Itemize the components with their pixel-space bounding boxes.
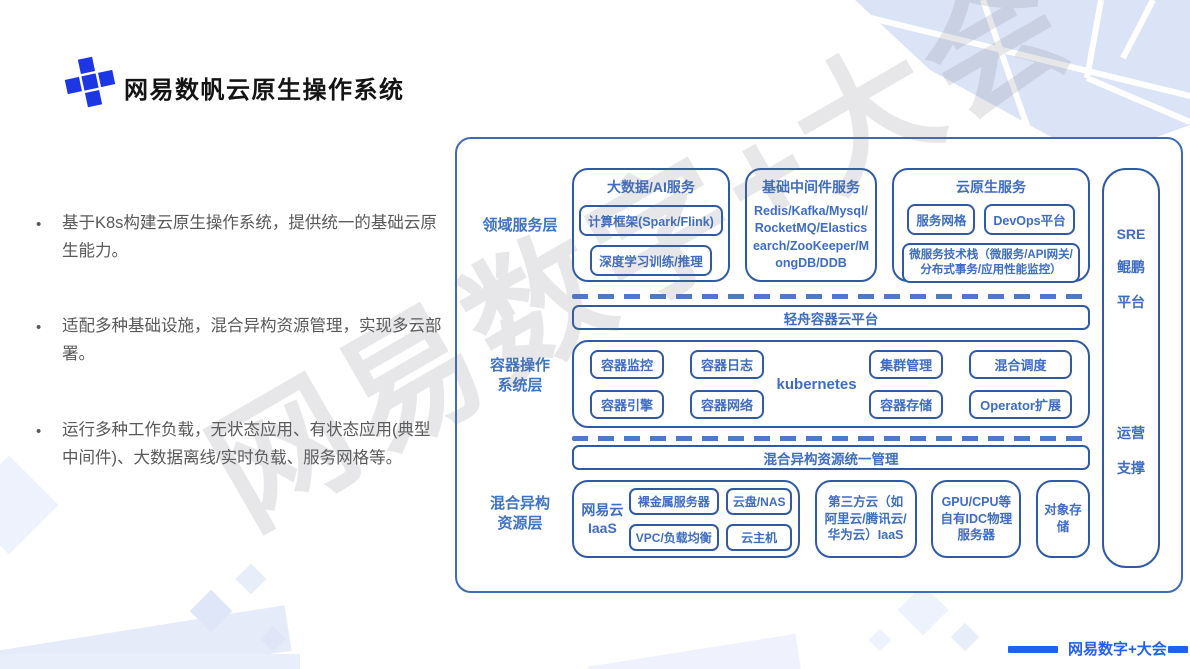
sre-label: 鲲鹏 (1116, 259, 1145, 275)
deco-diamond (950, 622, 980, 652)
third-party-cloud-box: 第三方云（如阿里云/腾讯云/华为云）IaaS (814, 480, 917, 558)
bullet-text: 运行多种工作负载，无状态应用、有状态应用(典型中间件)、大数据离线/实时负载、服… (62, 420, 431, 467)
sre-label: SRE (1116, 226, 1146, 242)
bigdata-ai-box: 大数据/AI服务 计算框架(Spark/Flink) 深度学习训练/推理 (572, 168, 730, 282)
bullet-item: • 基于K8s构建云原生操作系统，提供统一的基础云原生能力。 (36, 210, 444, 265)
chip-service-mesh: 服务网格 (907, 204, 976, 235)
middleware-list: Redis/Kafka/Mysql/RocketMQ/Elasticsearch… (752, 204, 869, 270)
box-title: 大数据/AI服务 (607, 179, 695, 195)
box-title: 基础中间件服务 (762, 179, 860, 195)
deco-band (0, 605, 292, 669)
chip-cluster-management: 集群管理 (869, 349, 944, 379)
cube-cluster-logo-icon (64, 56, 116, 108)
chip-container-storage: 容器存储 (869, 389, 944, 419)
chip-devops-platform: DevOps平台 (984, 204, 1075, 235)
deco-diamond (235, 563, 267, 595)
chip-container-network: 容器网络 (690, 389, 765, 419)
cloud-native-box: 云原生服务 服务网格 DevOps平台 微服务技术栈（微服务/API网关/分布式… (892, 168, 1090, 284)
object-storage-box: 对象存储 (1035, 480, 1090, 558)
dashed-separator (572, 436, 1090, 441)
label-text: 网易云 IaaS (581, 501, 624, 536)
domain-services-row: 大数据/AI服务 计算框架(Spark/Flink) 深度学习训练/推理 基础中… (572, 168, 1090, 284)
sre-label: 运营 (1117, 425, 1145, 441)
bullet-text: 适配多种基础设施，混合异构资源管理，实现多云部署。 (62, 317, 442, 364)
bullet-dot: • (36, 422, 42, 440)
sre-label: 支撑 (1117, 460, 1145, 476)
container-os-right-grid: 集群管理 混合调度 容器存储 Operator扩展 (869, 349, 1072, 419)
bullet-dot: • (36, 216, 42, 233)
chip-vpc-load-balancer: VPC/负载均衡 (628, 523, 719, 551)
sre-top-labels: SRE 鲲鹏 平台 (1117, 226, 1146, 312)
resource-layer-row: 网易云 IaaS 裸金属服务器 云盘/NAS VPC/负载均衡 云主机 第三方云… (572, 480, 1090, 558)
bullet-dot: • (36, 319, 42, 337)
chip-bare-metal: 裸金属服务器 (628, 487, 719, 515)
deco-band (588, 633, 802, 669)
deco-diamond (868, 628, 892, 652)
footer-bar-right (1168, 646, 1188, 653)
cloud-native-items: 服务网格 DevOps平台 (894, 204, 1088, 235)
bullet-item: • 运行多种工作负载，无状态应用、有状态应用(典型中间件)、大数据离线/实时负载… (36, 417, 444, 472)
layer-label-container-os: 容器操作系统层 (470, 356, 570, 397)
chip-hybrid-scheduling: 混合调度 (969, 349, 1072, 379)
container-os-left-grid: 容器监控 容器日志 容器引擎 容器网络 (590, 349, 765, 419)
chip-container-monitoring: 容器监控 (590, 349, 665, 379)
chip-compute-framework: 计算框架(Spark/Flink) (579, 205, 723, 236)
kubernetes-label: kubernetes (776, 375, 857, 393)
unified-resource-management-bar: 混合异构资源统一管理 (572, 445, 1090, 470)
netease-iaas-items: 裸金属服务器 云盘/NAS VPC/负载均衡 云主机 (628, 487, 793, 551)
netease-cloud-iaas-box: 网易云 IaaS 裸金属服务器 云盘/NAS VPC/负载均衡 云主机 (572, 480, 800, 558)
footer-bar-left (1008, 646, 1058, 653)
footer-conference-label: 网易数字+大会 (1068, 641, 1167, 658)
layer-label-text: 混合异构资源层 (489, 495, 550, 533)
middleware-box: 基础中间件服务 Redis/Kafka/Mysql/RocketMQ/Elast… (745, 168, 877, 282)
deco-diamond (189, 589, 233, 633)
netease-cloud-iaas-label: 网易云 IaaS (580, 501, 625, 537)
sre-bottom-labels: 运营 支撑 (1117, 423, 1145, 478)
chip-deep-learning: 深度学习训练/推理 (590, 245, 712, 276)
page-title: 网易数帆云原生操作系统 (124, 77, 405, 104)
gpu-cpu-idc-box: GPU/CPU等自有IDC物理服务器 (931, 480, 1022, 558)
chip-container-engine: 容器引擎 (590, 389, 665, 419)
box-title: 云原生服务 (956, 179, 1026, 195)
chip-microservice-stack: 微服务技术栈（微服务/API网关/分布式事务/应用性能监控） (902, 243, 1080, 284)
deco-diamond (260, 626, 286, 652)
chip-cloud-disk-nas: 云盘/NAS (725, 487, 793, 515)
chip-operator-extension: Operator扩展 (969, 389, 1072, 419)
layer-label-domain-services: 领域服务层 (482, 217, 558, 234)
bullet-list: • 基于K8s构建云原生操作系统，提供统一的基础云原生能力。 • 适配多种基础设… (36, 210, 444, 472)
deco-band (0, 654, 300, 669)
bullet-text: 基于K8s构建云原生操作系统，提供统一的基础云原生能力。 (62, 214, 437, 260)
bigdata-items: 计算框架(Spark/Flink) 深度学习训练/推理 (574, 205, 728, 276)
chip-cloud-host: 云主机 (725, 523, 793, 551)
layer-label-resource: 混合异构资源层 (470, 494, 570, 535)
chip-container-logs: 容器日志 (690, 349, 765, 379)
container-os-box: 容器监控 容器日志 容器引擎 容器网络 kubernetes 集群管理 混合调度… (572, 340, 1090, 428)
dashed-separator (572, 294, 1090, 299)
qingzhou-container-cloud-bar: 轻舟容器云平台 (572, 305, 1090, 330)
sre-kunpeng-platform-column: SRE 鲲鹏 平台 运营 支撑 (1102, 168, 1160, 568)
sre-label: 平台 (1116, 294, 1145, 310)
bullet-item: • 适配多种基础设施，混合异构资源管理，实现多云部署。 (36, 313, 444, 368)
layer-label-text: 容器操作系统层 (489, 357, 550, 395)
